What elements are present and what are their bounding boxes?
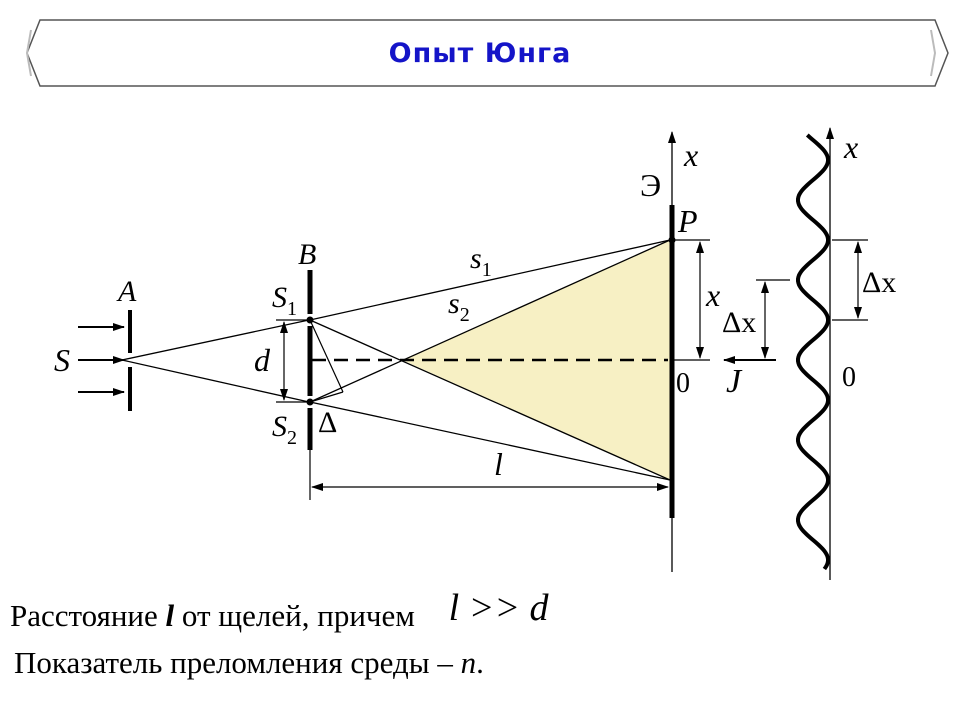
young-diagram: A S B S1 S2 d Δ s1 s2 l P Э x x 0 J x Δx…: [54, 127, 896, 580]
label-s: S: [54, 342, 70, 378]
label-a: A: [116, 275, 137, 308]
ray-s1: [309, 239, 671, 321]
ray-s2-bottom: [309, 401, 671, 481]
label-screen: Э: [640, 167, 661, 203]
label-x-dist: x: [705, 277, 720, 313]
intensity-curve: [796, 133, 830, 571]
label-s2: S2: [272, 410, 297, 449]
label-x-axis2: x: [843, 129, 858, 165]
banner: [25, 19, 949, 87]
label-p: P: [677, 203, 698, 239]
banner-title: Опыт Юнга: [388, 38, 572, 69]
label-b: B: [298, 238, 316, 271]
label-zero2: 0: [842, 362, 856, 393]
label-delta: Δ: [318, 406, 337, 439]
label-l: l: [494, 446, 503, 482]
caption-line-2: Показатель преломления среды – n.: [14, 645, 484, 680]
point-p: [668, 236, 676, 244]
label-dx-left: Δx: [722, 306, 756, 339]
label-s1-path: s1: [470, 242, 492, 281]
label-intensity: J: [726, 363, 743, 400]
label-dx-right: Δx: [862, 266, 896, 299]
label-zero: 0: [676, 368, 690, 399]
label-d: d: [254, 342, 271, 378]
delta-base: [309, 391, 344, 403]
ray-s2: [309, 239, 671, 403]
label-x-axis: x: [683, 137, 698, 173]
caption-line-1: Расстояние l от щелей, причем l >> d: [10, 587, 549, 633]
ray-s-s2: [121, 359, 310, 403]
ray-s-s1: [121, 319, 310, 361]
delta-normal: [309, 319, 344, 393]
label-s2-path: s2: [448, 287, 470, 326]
formula: l >> d: [448, 587, 549, 629]
ray-s1-bottom: [309, 319, 671, 481]
label-s1: S1: [272, 281, 297, 320]
